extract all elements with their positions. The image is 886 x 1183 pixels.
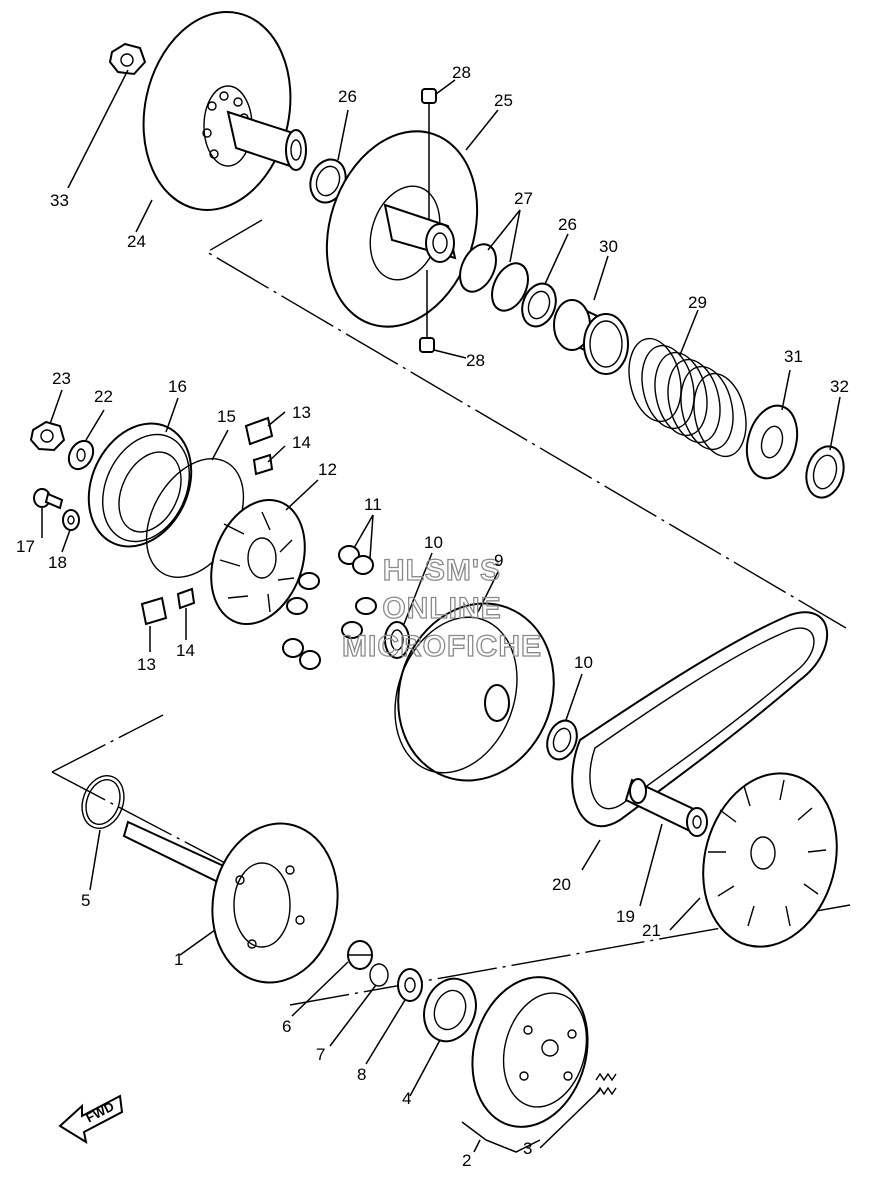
oil-seal-26b xyxy=(521,282,557,328)
callout-26-lower: 26 xyxy=(558,215,577,234)
slider-13b xyxy=(140,596,168,626)
nut-23 xyxy=(29,420,66,452)
callout-19: 19 xyxy=(616,907,635,926)
secondary-sliding-sheave-24 xyxy=(142,11,307,211)
callout-6: 6 xyxy=(282,1017,291,1036)
primary-fixed-sheave-21 xyxy=(702,772,838,948)
secondary-fixed-sheave-25 xyxy=(325,130,479,328)
callout-28-upper: 28 xyxy=(452,63,471,82)
callout-21: 21 xyxy=(642,921,661,940)
callout-1: 1 xyxy=(174,950,183,969)
clutch-carrier-2 xyxy=(471,976,589,1128)
clutch-housing-1 xyxy=(122,820,339,984)
primary-sliding-sheave-12 xyxy=(210,499,306,625)
slider-14a xyxy=(252,453,274,476)
callout-29: 29 xyxy=(688,293,707,312)
watermark: HLSM'S ONLINE MICROFICHE xyxy=(341,553,542,663)
callout-28-lower: 28 xyxy=(466,351,485,370)
washer-31 xyxy=(745,404,799,480)
callout-10-upper: 10 xyxy=(424,533,443,552)
callout-20: 20 xyxy=(552,875,571,894)
collar-10a xyxy=(384,621,410,659)
callout-26-upper: 26 xyxy=(338,87,357,106)
callout-24: 24 xyxy=(127,232,146,251)
callout-17: 17 xyxy=(16,537,35,556)
needle-bearing-6 xyxy=(347,940,373,970)
callout-16: 16 xyxy=(168,377,187,396)
watermark-line3: MICROFICHE xyxy=(342,630,542,663)
callout-10-lower: 10 xyxy=(574,653,593,672)
callout-3: 3 xyxy=(523,1139,532,1158)
washer-18 xyxy=(62,509,80,531)
callout-27: 27 xyxy=(514,189,533,208)
guide-pin-28b xyxy=(419,270,435,353)
callout-32: 32 xyxy=(830,377,849,396)
callout-33: 33 xyxy=(50,191,69,210)
callout-18: 18 xyxy=(48,553,67,572)
callout-14-lower: 14 xyxy=(176,641,195,660)
callout-5: 5 xyxy=(81,891,90,910)
weights-11 xyxy=(282,545,377,670)
callout-11: 11 xyxy=(364,495,382,514)
callout-7: 7 xyxy=(316,1045,325,1064)
o-rings-27 xyxy=(459,243,529,312)
callout-13-lower: 13 xyxy=(137,655,156,674)
slider-13a xyxy=(244,416,274,446)
compression-spring-29 xyxy=(628,337,747,458)
callout-23: 23 xyxy=(52,369,71,388)
collar-8 xyxy=(397,968,423,1002)
nut-33 xyxy=(108,42,147,76)
callout-31: 31 xyxy=(784,347,803,366)
bolt-17 xyxy=(33,488,64,510)
callout-12: 12 xyxy=(318,460,337,479)
watermark-line1: HLSM'S xyxy=(383,554,501,587)
watermark-line2: ONLINE xyxy=(382,592,501,625)
callout-13-upper: 13 xyxy=(292,403,311,422)
cam-cover-16 xyxy=(87,422,193,548)
oil-seal-32 xyxy=(805,445,845,499)
v-belt-20 xyxy=(571,611,829,828)
callout-30: 30 xyxy=(599,237,618,256)
sheave-collar-19 xyxy=(624,778,708,837)
callout-9: 9 xyxy=(494,551,503,570)
spring-seat-30 xyxy=(553,299,629,375)
slider-14b xyxy=(176,587,196,610)
callout-14-upper: 14 xyxy=(292,433,311,452)
callout-4: 4 xyxy=(402,1089,411,1108)
forward-direction-arrow: FWD xyxy=(58,1094,124,1145)
guide-pin-28a xyxy=(421,88,437,220)
callout-8: 8 xyxy=(357,1065,366,1084)
spring-3 xyxy=(595,1072,617,1096)
callout-labels: 1 2 3 4 5 6 7 8 9 10 10 11 12 13 13 14 1… xyxy=(16,63,849,1170)
circlip-7 xyxy=(369,963,389,987)
callout-15: 15 xyxy=(217,407,236,426)
primary-fan-sheave-9 xyxy=(394,602,555,782)
collar-10b xyxy=(546,719,578,761)
leader-lines xyxy=(41,69,841,1153)
callout-22: 22 xyxy=(94,387,113,406)
callout-25: 25 xyxy=(494,91,513,110)
washer-22 xyxy=(67,439,95,471)
circlip-5 xyxy=(81,775,125,829)
bearing-4 xyxy=(423,977,477,1043)
callout-2: 2 xyxy=(462,1151,471,1170)
